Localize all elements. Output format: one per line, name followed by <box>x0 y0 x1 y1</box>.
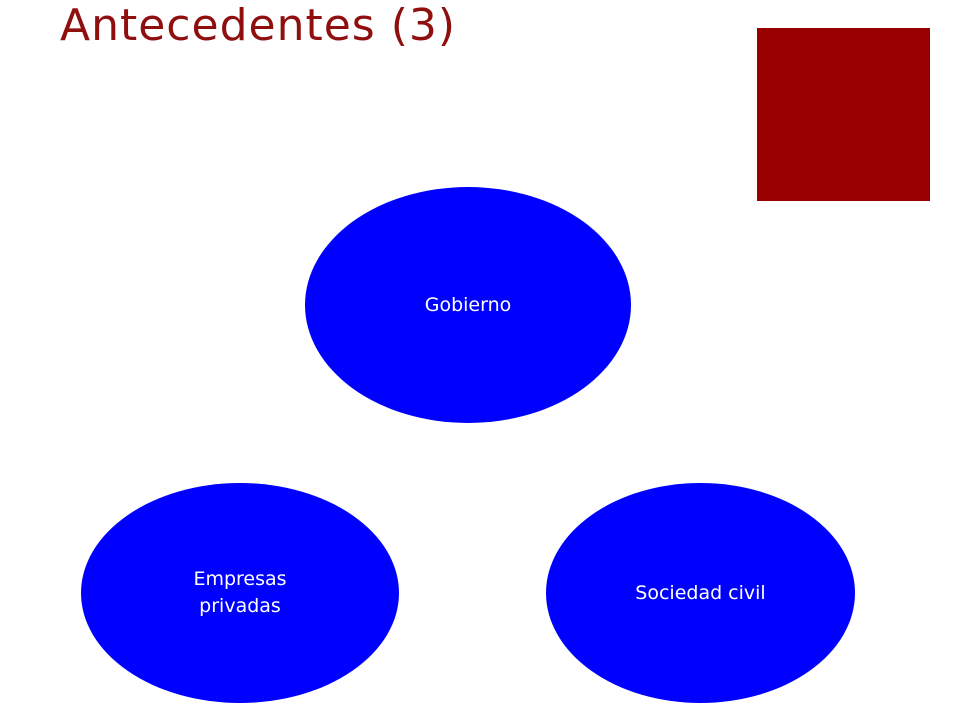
node-empresas-privadas: Empresas privadas <box>81 483 399 703</box>
node-sociedad-civil-label: Sociedad civil <box>635 581 766 604</box>
slide-title: Antecedentes (3) <box>60 0 457 51</box>
node-empresas-privadas-label: Empresas privadas <box>193 568 287 617</box>
node-sociedad-civil: Sociedad civil <box>546 483 855 703</box>
decorative-red-square <box>757 28 930 201</box>
node-gobierno-label: Gobierno <box>424 293 512 316</box>
node-gobierno: Gobierno <box>305 187 631 423</box>
